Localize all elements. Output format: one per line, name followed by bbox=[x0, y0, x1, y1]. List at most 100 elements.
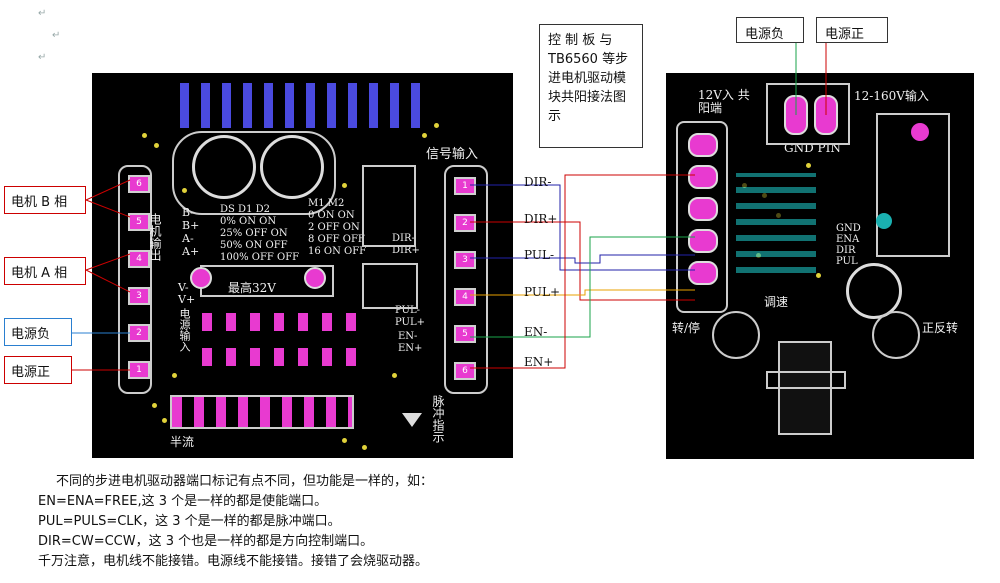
motor-a-wire bbox=[85, 253, 131, 271]
board-signal-label: GND bbox=[836, 223, 861, 234]
signal-label-pul-minus: PUL- bbox=[524, 248, 554, 262]
motor-output-label: 电机输出 bbox=[148, 213, 162, 261]
motor-a-label: 电机 A 相 bbox=[4, 257, 86, 285]
ds-table-row: 50% ON OFF bbox=[220, 240, 288, 251]
phase-label: B+ bbox=[182, 219, 200, 232]
dip-switch bbox=[170, 395, 354, 429]
board-signal-label: PUL+ bbox=[395, 317, 425, 328]
signal-pad bbox=[688, 229, 718, 253]
resistor-row bbox=[202, 348, 362, 366]
signal-pad bbox=[688, 133, 718, 157]
voltage-pad bbox=[190, 267, 212, 289]
smd-components bbox=[736, 173, 816, 273]
voltage-pad bbox=[304, 267, 326, 289]
half-current-label: 半流 bbox=[170, 435, 195, 449]
pul-plus-wire bbox=[470, 289, 695, 296]
motor-pad: 4 bbox=[128, 250, 150, 268]
resistor-row bbox=[202, 313, 362, 331]
motor-b-wire bbox=[85, 199, 131, 218]
signal-pad: 3 bbox=[454, 251, 476, 269]
signal-pad bbox=[688, 261, 718, 285]
signal-pad bbox=[688, 197, 718, 221]
speed-label: 调速 bbox=[764, 295, 789, 309]
m-table-row: 8 OFF OFF bbox=[308, 234, 365, 245]
switch-outline bbox=[872, 311, 920, 359]
signal-input-label: 信号输入 bbox=[426, 147, 479, 162]
signal-label-dir-plus: DIR+ bbox=[524, 212, 558, 226]
top-power-pos-label: 电源正 bbox=[816, 17, 888, 43]
board-signal-label: DIR+ bbox=[392, 245, 420, 256]
pul-minus-wire bbox=[470, 254, 695, 264]
phase-label: B- bbox=[182, 206, 195, 219]
relay bbox=[876, 113, 950, 257]
pad bbox=[876, 213, 892, 229]
capacitor-outline bbox=[172, 131, 336, 215]
switch-outline bbox=[712, 311, 760, 359]
motor-b-label: 电机 B 相 bbox=[4, 186, 86, 214]
note-box: 控 制 板 与 TB6560 等步进电机驱动模块共阳接法图示 bbox=[539, 24, 643, 148]
paragraph-mark: ↵ bbox=[38, 52, 47, 63]
common-anode-label: 12V入 共阳端 bbox=[698, 88, 750, 115]
voltage-input-label: 12-160V输入 bbox=[854, 89, 929, 103]
signal-pad: 6 bbox=[454, 362, 476, 380]
capacitor bbox=[192, 135, 256, 199]
m-table-row: 2 OFF ON bbox=[308, 222, 360, 233]
dir-plus-wire bbox=[470, 221, 695, 301]
note-line: DIR=CW=CCW，这 3 个也是一样的都是方向控制端口。 bbox=[38, 534, 374, 549]
board-signal-label: PUL- bbox=[395, 305, 420, 316]
left-driver-board: 6 5 4 3 2 1 1 2 3 4 5 6 信号输入 电机输出 电源输入 脉… bbox=[92, 73, 513, 458]
motor-b-wire bbox=[85, 179, 131, 201]
board-signal-label: ENA bbox=[836, 234, 860, 245]
max-voltage-label: 最高32V bbox=[228, 281, 276, 295]
signal-pad bbox=[688, 165, 718, 189]
start-stop-label: 转/停 bbox=[672, 321, 701, 335]
note-line: EN=ENA=FREE,这 3 个是一样的都是使能端口。 bbox=[38, 494, 328, 509]
m-table-row: 16 ON OFF bbox=[308, 246, 367, 257]
heatsink-pins bbox=[180, 83, 420, 128]
signal-pad: 4 bbox=[454, 288, 476, 306]
note-line: PUL=PULS=CLK，这 3 个是一样的都是脉冲端口。 bbox=[38, 514, 341, 529]
top-power-neg-label: 电源负 bbox=[736, 17, 804, 43]
paragraph-mark: ↵ bbox=[52, 30, 61, 41]
diode-icon bbox=[402, 413, 422, 427]
power-connector bbox=[766, 83, 850, 145]
dir-minus-wire bbox=[470, 184, 695, 271]
ds-table-row: 25% OFF ON bbox=[220, 228, 288, 239]
ds-table-row: DS D1 D2 bbox=[220, 204, 270, 215]
ds-table-row: 0% ON ON bbox=[220, 216, 277, 227]
forward-reverse-label: 正反转 bbox=[922, 321, 959, 335]
signal-connector-outline bbox=[676, 121, 728, 313]
phase-label: A+ bbox=[182, 245, 200, 258]
right-control-board: 12V入 共阳端 12-160V输入 GND PIN GND ENA DIR P… bbox=[666, 73, 974, 459]
phase-label: A- bbox=[182, 232, 194, 245]
signal-label-en-minus: EN- bbox=[524, 325, 548, 339]
signal-label-dir-minus: DIR- bbox=[524, 175, 552, 189]
signal-pad: 2 bbox=[454, 214, 476, 232]
motor-pad: 5 bbox=[128, 213, 150, 231]
capacitor bbox=[260, 135, 324, 199]
board-signal-label: DIR- bbox=[392, 233, 415, 244]
pad bbox=[911, 123, 929, 141]
chip bbox=[362, 263, 418, 309]
board-signal-label: EN+ bbox=[398, 343, 423, 354]
power-input-label: 电源输入 bbox=[178, 308, 191, 352]
signal-connector-outline bbox=[444, 165, 488, 394]
signal-pad: 5 bbox=[454, 325, 476, 343]
potentiometer bbox=[846, 263, 902, 319]
ds-table-row: 100% OFF OFF bbox=[220, 252, 300, 263]
v-label: V+ bbox=[178, 293, 196, 306]
m-table-row: M1 M2 bbox=[308, 198, 345, 209]
signal-label-pul-plus: PUL+ bbox=[524, 285, 560, 299]
note-line: 千万注意，电机线不能接错。电源线不能接错。接错了会烧驱动器。 bbox=[38, 554, 429, 569]
note-line: 不同的步进电机驱动器端口标记有点不同，但功能是一样的，如： bbox=[56, 474, 434, 489]
board-signal-label: PUL bbox=[836, 256, 858, 267]
knob-base bbox=[766, 371, 846, 389]
notes-block: 不同的步进电机驱动器端口标记有点不同，但功能是一样的，如： EN=ENA=FRE… bbox=[38, 472, 568, 572]
m-table-row: 0 ON ON bbox=[308, 210, 355, 221]
motor-a-wire bbox=[85, 269, 131, 293]
motor-pad: 6 bbox=[128, 175, 150, 193]
signal-pad: 1 bbox=[454, 177, 476, 195]
board-signal-label: DIR bbox=[836, 245, 856, 256]
paragraph-mark: ↵ bbox=[38, 8, 47, 19]
